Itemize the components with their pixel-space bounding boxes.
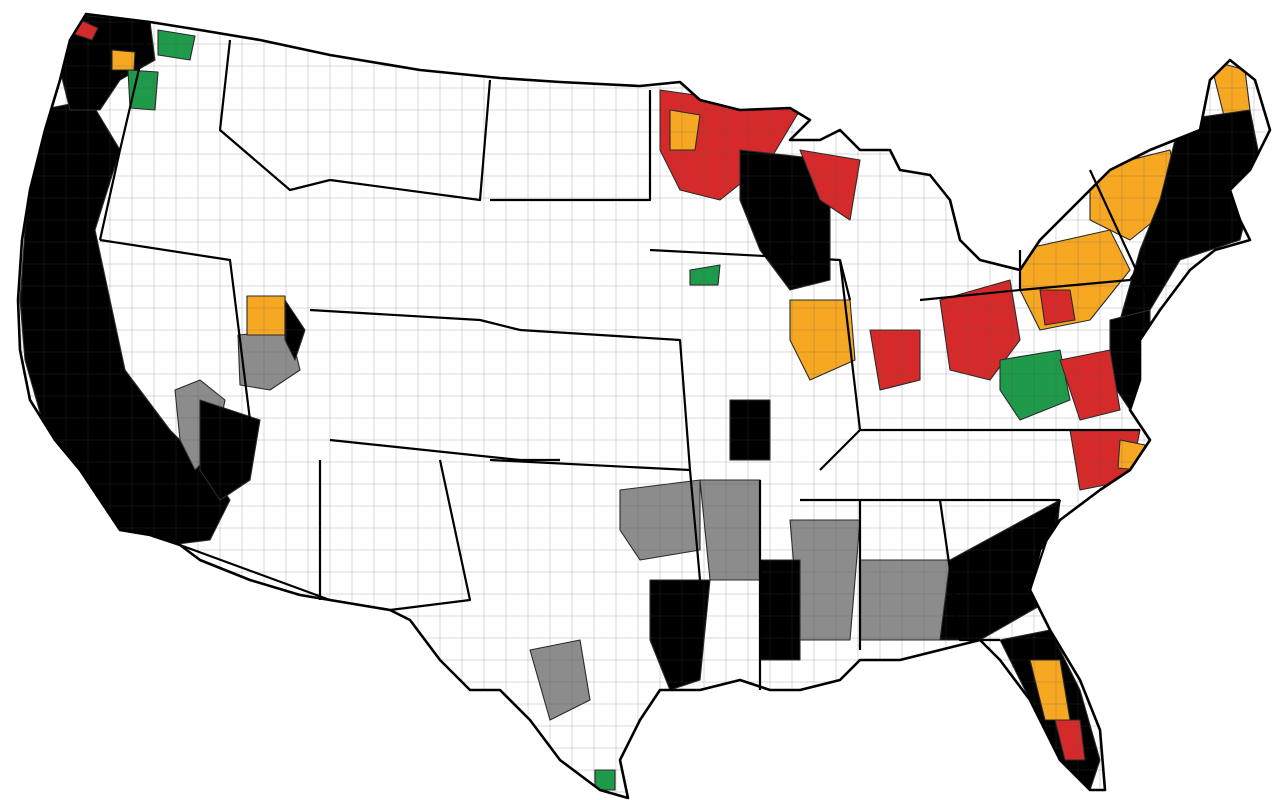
state-borders: [98, 21, 1151, 690]
state-line-23: [1089, 169, 1151, 301]
west-virginia-green: [999, 349, 1071, 421]
virginia-red: [1059, 349, 1121, 421]
state-line-8: [519, 328, 692, 471]
pacific-northwest-green: [157, 29, 196, 61]
illinois-orange: [789, 299, 856, 381]
county-fill-layer: [19, 14, 1261, 791]
pacific-northwest-orange: [111, 49, 136, 71]
state-line-17: [938, 499, 1000, 642]
west-coast-black-band: [19, 99, 231, 546]
iowa-scatter: [689, 264, 721, 286]
state-line-14: [1019, 249, 1151, 292]
missouri-black: [729, 399, 771, 461]
florida-red: [1054, 719, 1086, 761]
utah-orange-block: [246, 295, 286, 336]
pacific-northwest-green-2: [127, 69, 159, 111]
state-line-21: [389, 459, 472, 612]
state-line-4: [329, 79, 492, 202]
lower-mississippi-black: [759, 559, 801, 661]
oklahoma-gray: [699, 479, 761, 581]
state-line-7: [490, 90, 652, 202]
state-line-5: [309, 308, 521, 332]
state-line-9: [489, 458, 702, 581]
minnesota-orange: [669, 109, 701, 151]
northeast-black: [1119, 109, 1261, 321]
southeast-black: [939, 499, 1061, 641]
state-line-6: [329, 438, 560, 462]
state-line-1: [98, 21, 152, 241]
state-line-2: [99, 238, 252, 421]
pennsylvania-red: [1039, 289, 1076, 326]
state-line-3: [218, 39, 331, 192]
state-line-20: [179, 543, 331, 602]
